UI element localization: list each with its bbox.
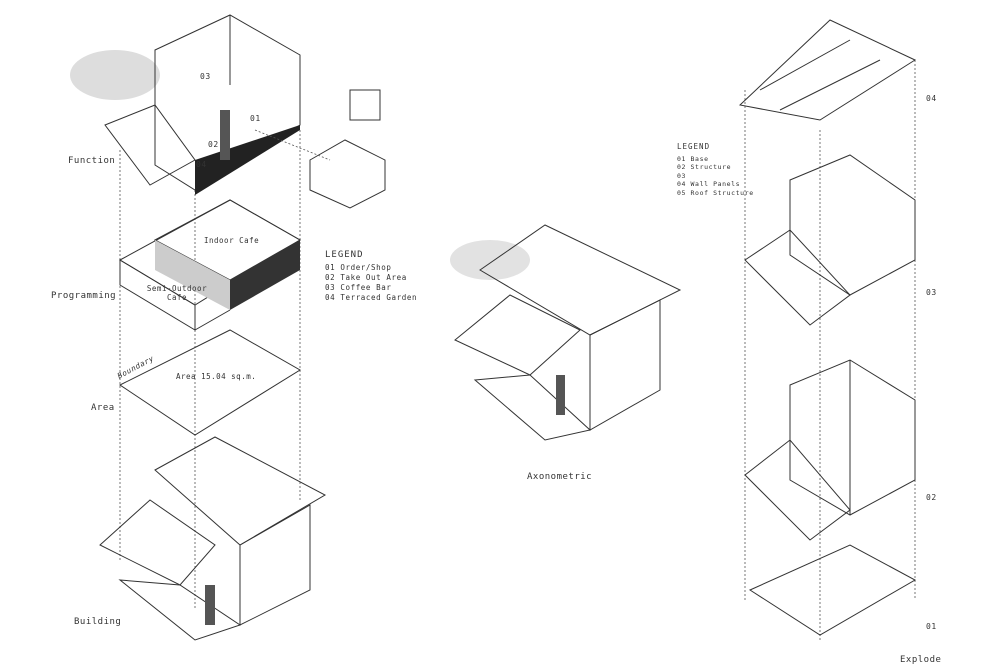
row-label-area: Area: [91, 403, 115, 413]
function-number: 02: [208, 140, 219, 149]
legend-item: 05 Roof Structure: [677, 188, 754, 197]
explode-structure: [744, 359, 916, 541]
legend-item: 02 Take Out Area: [325, 273, 407, 282]
explode-wall-panels: [744, 154, 916, 326]
area-label: Area 15.04 sq.m.: [176, 372, 257, 381]
axonometric-label: Axonometric: [527, 472, 593, 482]
legend-item: 04 Wall Panels: [677, 180, 741, 188]
program-legend: LEGEND 01 Order/Shop 02 Take Out Area 03…: [325, 250, 417, 303]
explode-number: 04: [926, 94, 937, 103]
function-number: 03: [200, 72, 211, 81]
area-plane: [119, 329, 301, 436]
explode-label: Explode: [900, 655, 942, 665]
function-number: 01: [250, 114, 261, 123]
row-label-building: Building: [74, 617, 122, 627]
axonometric-drawing: [450, 224, 682, 441]
legend-item: 03: [677, 171, 687, 180]
explode-roof: [738, 19, 917, 121]
indoor-cafe-label: Indoor Cafe: [204, 236, 260, 245]
explode-number: 01: [926, 622, 937, 631]
legend-item: 02 Structure: [677, 163, 732, 171]
legend-item: 01 Base: [677, 154, 709, 163]
semi-outdoor-label: Semi-Outdoor Cafe: [146, 284, 208, 302]
legend-title: LEGEND: [677, 142, 711, 151]
programming-drawing: [118, 199, 302, 331]
explode-number: 02: [926, 493, 937, 502]
building-drawing: [99, 436, 327, 641]
legend-item: 01 Order/Shop: [325, 263, 392, 272]
function-room-drawing: [70, 14, 386, 209]
legend-item: 03 Coffee Bar: [325, 283, 392, 292]
function-number: 04: [196, 160, 207, 169]
legend-title: LEGEND: [325, 250, 364, 260]
row-label-programming: Programming: [51, 291, 117, 301]
explode-base: [748, 544, 917, 636]
explode-number: 03: [926, 288, 937, 297]
explode-legend: LEGEND 01 Base 02 Structure 03 04 Wall P…: [677, 142, 754, 197]
legend-item: 04 Terraced Garden: [325, 293, 418, 302]
row-label-function: Function: [68, 156, 116, 166]
